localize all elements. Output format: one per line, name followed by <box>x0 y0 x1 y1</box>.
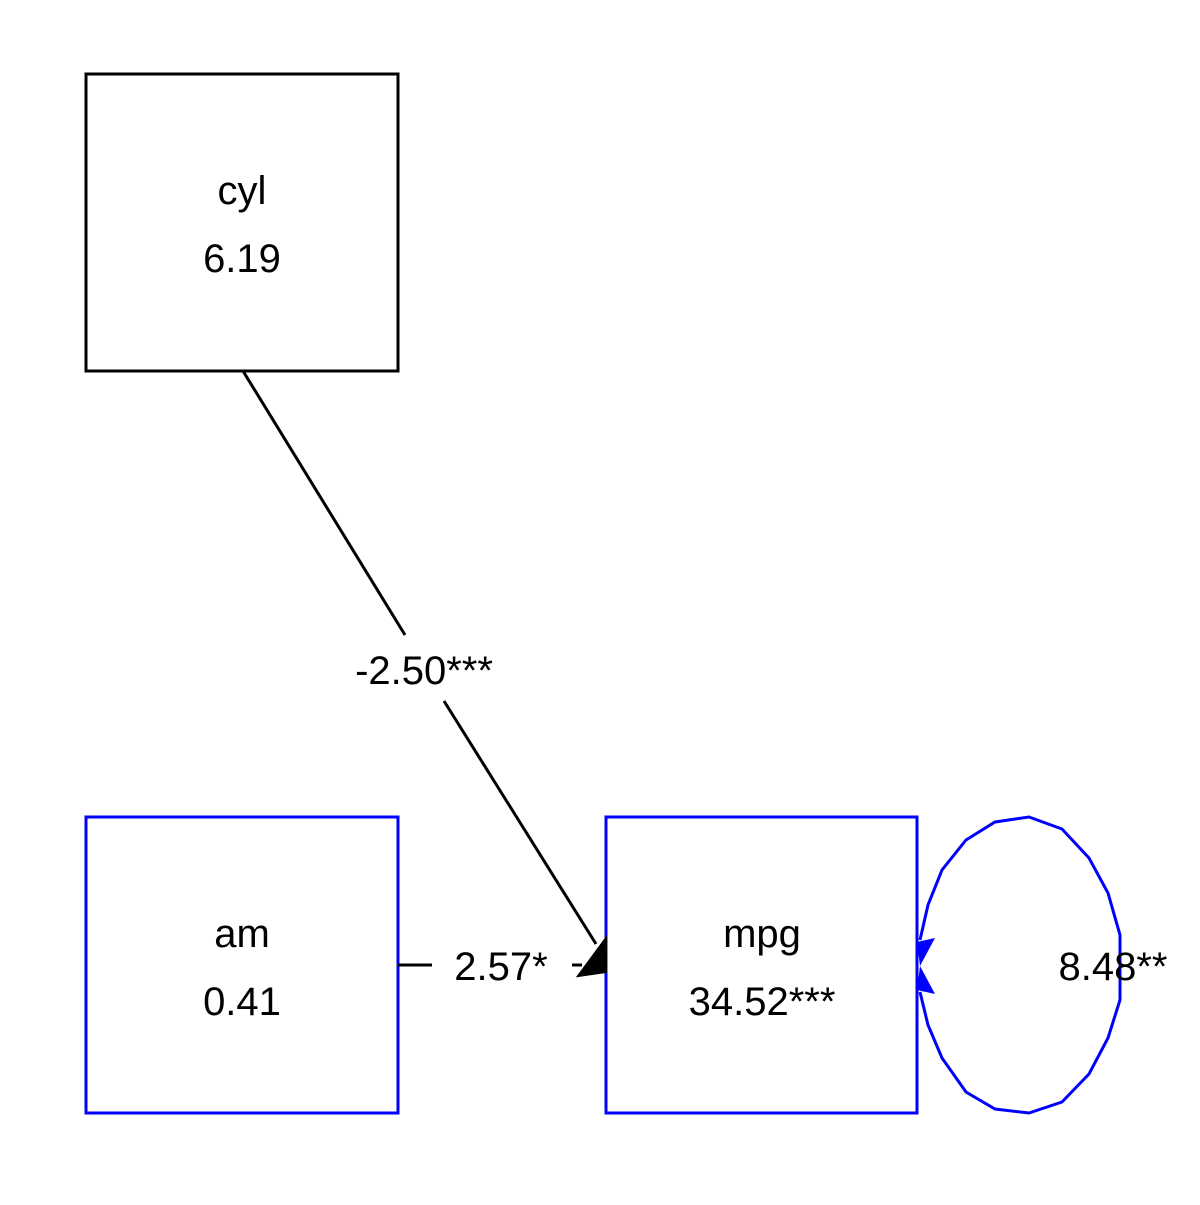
path-am-to-mpg-label: 2.57* <box>454 945 547 989</box>
node-cyl-box <box>84 72 400 373</box>
path-cyl-to-mpg-line-upper <box>241 370 407 636</box>
node-mpg: mpg 34.52*** <box>604 815 919 1115</box>
path-mpg-variance-arrowhead-bottom <box>917 966 935 994</box>
node-mpg-box <box>604 815 919 1115</box>
node-cyl: cyl 6.19 <box>84 72 400 373</box>
node-am-name: am <box>214 912 270 956</box>
node-am-box <box>84 815 400 1115</box>
node-am-value: 0.41 <box>203 980 281 1024</box>
path-mpg-variance: 8.48** <box>917 815 1168 1115</box>
node-mpg-value: 34.52*** <box>689 980 836 1024</box>
path-am-to-mpg: 2.57* <box>398 945 582 989</box>
path-mpg-variance-arrowhead-top <box>917 938 935 966</box>
path-cyl-to-mpg-label: -2.50*** <box>355 649 493 693</box>
node-cyl-value: 6.19 <box>203 237 281 281</box>
path-mpg-variance-label: 8.48** <box>1059 945 1168 989</box>
path-mpg-variance-loop <box>918 815 1122 1115</box>
node-am: am 0.41 <box>84 815 400 1115</box>
path-cyl-to-mpg: -2.50*** <box>241 370 607 978</box>
path-cyl-to-mpg-arrowhead <box>575 934 607 978</box>
path-cyl-to-mpg-line-lower <box>442 700 598 945</box>
node-cyl-name: cyl <box>218 169 267 213</box>
node-mpg-name: mpg <box>723 912 801 956</box>
